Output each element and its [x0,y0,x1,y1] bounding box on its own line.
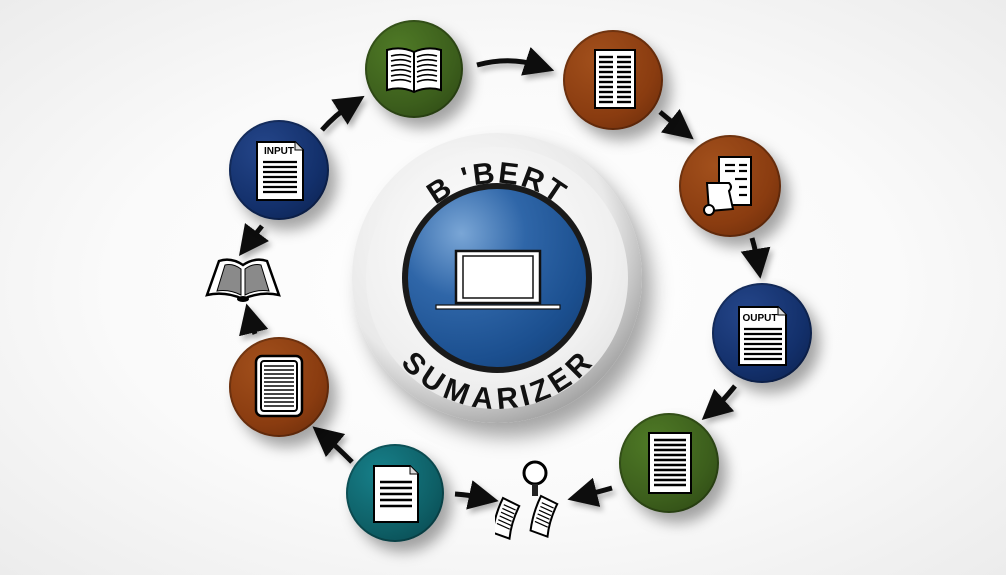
badge-title: B 'BERT SUMARIZER [395,156,599,417]
tablet-document-icon [254,354,304,418]
arrow-page-to-search [454,480,499,510]
input-document-icon: INPUT [256,141,304,201]
bert-summarizer-badge: B 'BERT SUMARIZER [352,133,642,423]
arrow-tablet-to-openbook [239,303,269,337]
magnifier-papers-icon [495,460,559,541]
laptop-icon [435,249,561,310]
svg-text:INPUT: INPUT [264,146,294,157]
node-tablet [229,337,329,437]
node-summary [619,413,719,513]
node-merge [679,135,781,237]
badge-title-top: B 'BERT [421,156,571,210]
two-column-document-icon [594,49,636,109]
lined-document-icon [648,432,692,494]
svg-text:B 'BERT: B 'BERT [421,156,573,210]
arrow-columns-to-merge [658,108,694,140]
stacked-documents-icon [703,156,752,216]
node-read-book [365,20,463,118]
badge-title-bottom: SUMARIZER [395,346,598,417]
arrow-summary-to-search [567,477,613,507]
node-columns [563,30,663,130]
arrow-book-to-columns [476,47,555,76]
arrow-page-to-tablet [312,426,354,464]
output-document-icon: OUPUT [738,306,787,366]
node-input: INPUT [229,120,329,220]
page-document-icon [373,465,419,523]
open-book-icon [386,47,442,94]
svg-text:SUMARIZER: SUMARIZER [395,346,599,417]
svg-text:OUPUT: OUPUT [743,313,778,324]
arrow-output-to-summary [701,384,737,420]
node-page [346,444,444,542]
arrow-input-to-openbook [238,222,270,256]
open-book-outline-icon [205,258,281,302]
badge-core [408,189,586,367]
arrow-merge-to-output [740,237,771,279]
badge-inner-rim [402,183,592,373]
arrow-input-to-book [320,95,365,132]
node-output: OUPUT [712,283,812,383]
